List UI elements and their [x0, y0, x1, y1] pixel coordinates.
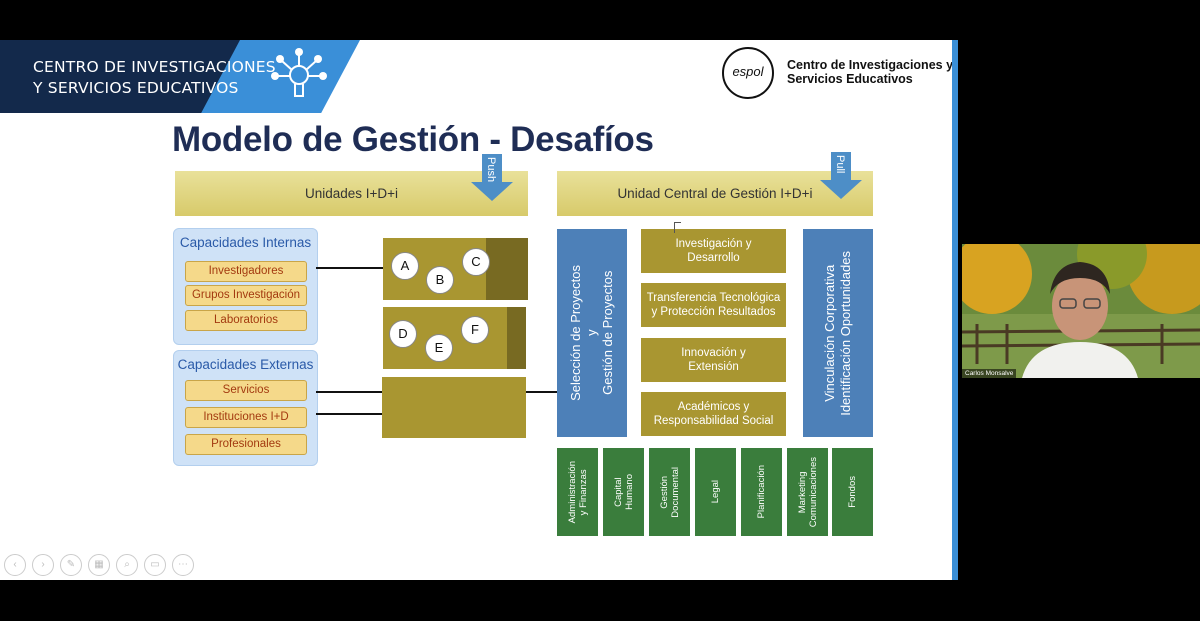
logo-caption: Centro de Investigaciones y Servicios Ed… — [787, 58, 954, 86]
support-box: Fondos — [832, 448, 873, 536]
function-box-label: Investigación y Desarrollo — [675, 238, 752, 264]
central-unit-band-label: Unidad Central de Gestión I+D+i — [617, 186, 813, 201]
pen-icon[interactable]: ✎ — [60, 554, 82, 576]
external-unit-block — [382, 377, 526, 438]
internal-item: Laboratorios — [185, 310, 307, 331]
banner-line-2: Y SERVICIOS EDUCATIVOS — [33, 79, 239, 97]
research-unit-shade — [486, 238, 528, 300]
push-arrow-shaft: Push — [482, 154, 502, 184]
internal-item: Investigadores — [185, 261, 307, 282]
support-box: Legal — [695, 448, 736, 536]
support-box: Gestión Documental — [649, 448, 690, 536]
external-capabilities-title: Capacidades Externas — [177, 357, 314, 372]
project-selection-label: Selección de Proyectos y Gestión de Proy… — [568, 265, 615, 401]
pull-arrow-shaft: Pull — [831, 152, 851, 182]
unit-circle: E — [425, 334, 453, 362]
connector-line — [316, 267, 384, 269]
support-box-label: Legal — [710, 480, 721, 504]
support-box: Marketing Comunicaciones — [787, 448, 828, 536]
units-band: Unidades I+D+i — [175, 171, 528, 216]
corporate-linkage-column: Vinculación Corporativa Identificación O… — [803, 229, 873, 437]
function-box: Académicos y Responsabilidad Social — [641, 392, 786, 436]
function-box: Transferencia Tecnológica y Protección R… — [641, 283, 786, 327]
participant-video[interactable]: Carlos Monsalve — [962, 244, 1200, 378]
function-box-label: Transferencia Tecnológica y Protección R… — [646, 292, 781, 318]
unit-circle: D — [389, 320, 417, 348]
logo-caption-line-1: Centro de Investigaciones y — [787, 58, 954, 72]
subtitle-icon[interactable]: ▭ — [144, 554, 166, 576]
support-box: Administración y Finanzas — [557, 448, 598, 536]
external-capabilities-panel: Capacidades Externas Servicios Instituci… — [173, 350, 318, 466]
external-item: Instituciones I+D — [185, 407, 307, 428]
pull-arrow-head — [820, 180, 862, 199]
unit-circle: B — [426, 266, 454, 294]
pages-icon[interactable]: ▦ — [88, 554, 110, 576]
unit-circle: C — [462, 248, 490, 276]
slide-title: Modelo de Gestión - Desafíos — [172, 120, 654, 159]
support-box: Planificación — [741, 448, 782, 536]
corporate-linkage-label: Vinculación Corporativa Identificación O… — [822, 250, 853, 416]
support-box-label: Planificación — [756, 465, 767, 519]
pull-label: Pull — [834, 155, 846, 174]
internal-item: Grupos Investigación — [185, 285, 307, 306]
external-item: Servicios — [185, 380, 307, 401]
slide-edge — [952, 40, 958, 580]
prev-icon[interactable]: ‹ — [4, 554, 26, 576]
presentation-slide: CENTRO DE INVESTIGACIONES Y SERVICIOS ED… — [0, 40, 957, 580]
units-band-label: Unidades I+D+i — [304, 186, 399, 201]
mouse-cursor — [674, 222, 681, 233]
banner-line-1: CENTRO DE INVESTIGACIONES — [33, 58, 276, 76]
function-box: Innovación y Extensión — [641, 338, 786, 382]
connector-line — [316, 413, 382, 415]
function-box-label: Académicos y Responsabilidad Social — [653, 401, 774, 427]
external-item: Profesionales — [185, 434, 307, 455]
espol-logo — [722, 47, 774, 99]
push-label: Push — [485, 157, 497, 183]
more-icon[interactable]: ⋯ — [172, 554, 194, 576]
participant-name: Carlos Monsalve — [962, 369, 1017, 378]
support-box-label: Fondos — [847, 476, 858, 508]
research-unit-shade — [507, 307, 526, 369]
support-box: Capital Humano — [603, 448, 644, 536]
zoom-icon[interactable]: ⌕ — [116, 554, 138, 576]
banner-text: CENTRO DE INVESTIGACIONES Y SERVICIOS ED… — [33, 57, 276, 99]
espol-logo-word: espol — [732, 64, 764, 79]
push-arrow-head — [471, 182, 513, 201]
research-lightbulb-icon — [271, 48, 327, 97]
slideshow-toolbar: ‹ › ✎ ▦ ⌕ ▭ ⋯ — [4, 554, 194, 576]
function-box-label: Innovación y Extensión — [681, 347, 746, 373]
support-box-label: Gestión Documental — [658, 466, 681, 518]
video-scene — [962, 244, 1200, 378]
function-box: Investigación y Desarrollo — [641, 229, 786, 273]
unit-circle: A — [391, 252, 419, 280]
internal-capabilities-panel: Capacidades Internas Investigadores Grup… — [173, 228, 318, 345]
support-box-label: Administración y Finanzas — [566, 460, 589, 524]
internal-capabilities-title: Capacidades Internas — [179, 235, 312, 250]
next-icon[interactable]: › — [32, 554, 54, 576]
logo-caption-line-2: Servicios Educativos — [787, 71, 913, 86]
support-box-label: Capital Humano — [612, 474, 635, 510]
project-selection-column: Selección de Proyectos y Gestión de Proy… — [557, 229, 627, 437]
support-box-label: Marketing Comunicaciones — [796, 456, 819, 528]
unit-circle: F — [461, 316, 489, 344]
